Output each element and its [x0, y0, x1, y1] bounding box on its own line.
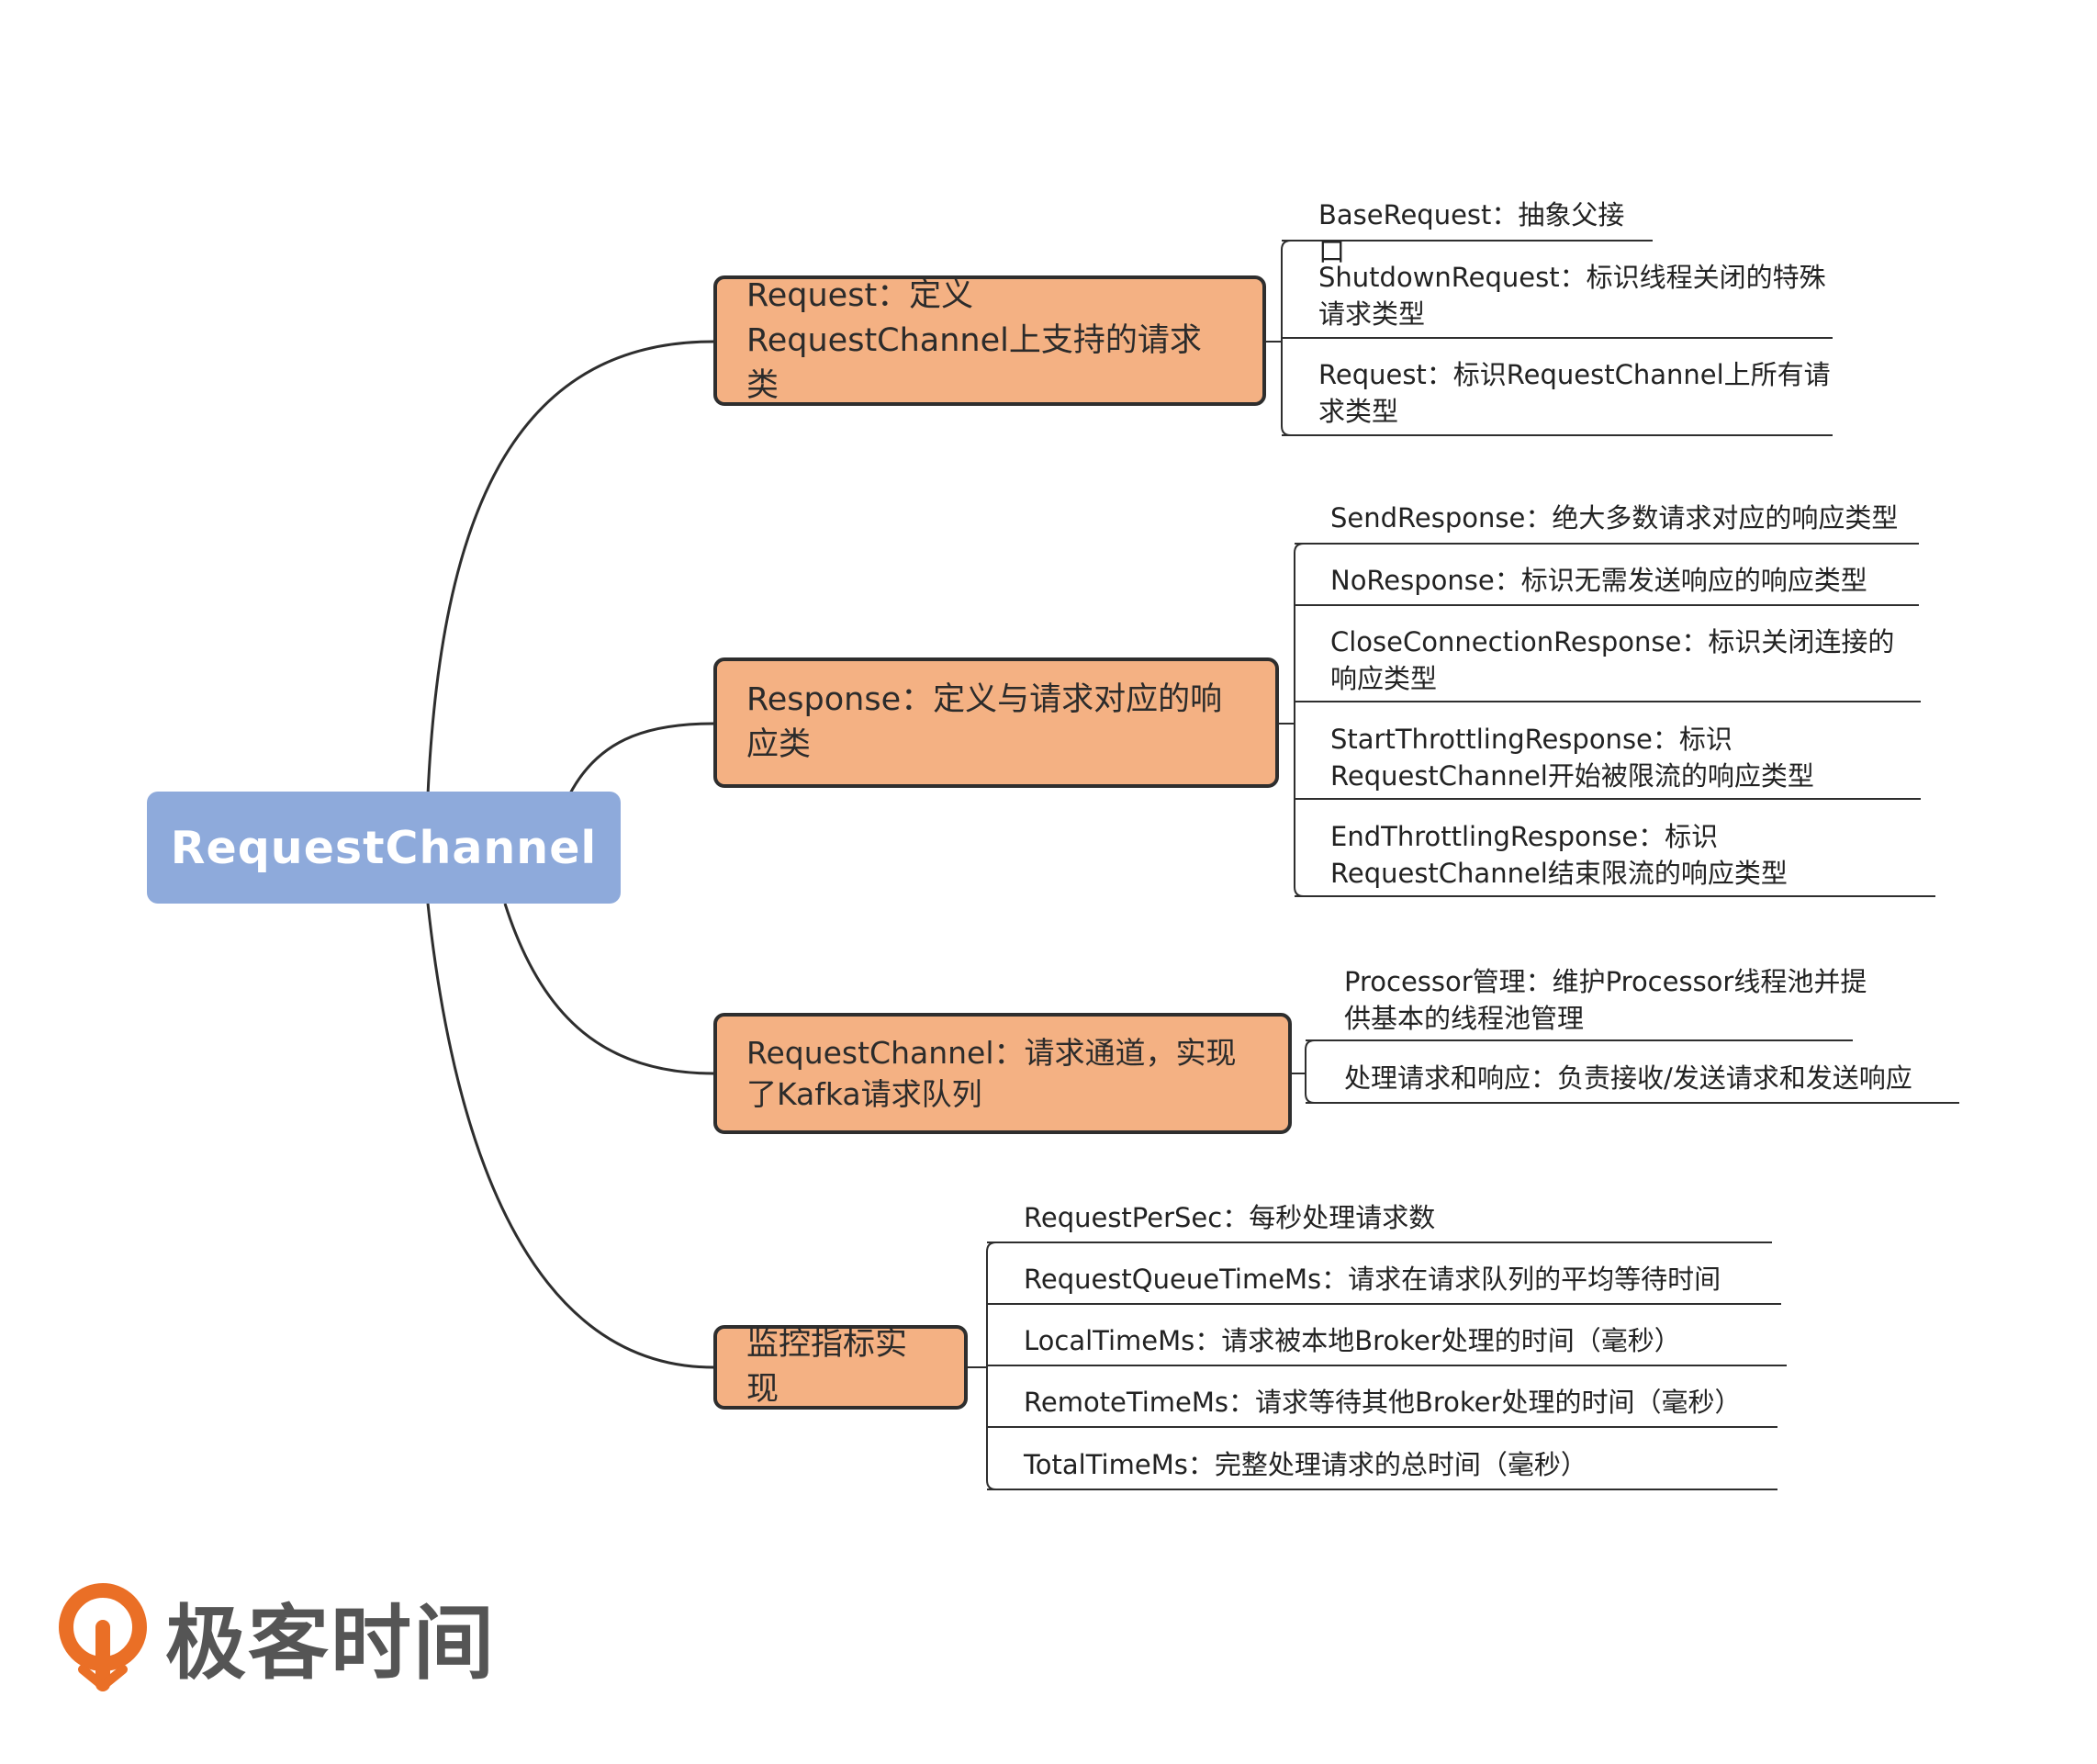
- leaf-close-connection-response: CloseConnectionResponse：标识关闭连接的响应类型: [1330, 626, 1895, 694]
- leaf-shutdown-request: ShutdownRequest：标识线程关闭的特殊请求类型: [1318, 262, 1826, 330]
- root-node[interactable]: RequestChannel: [147, 792, 621, 904]
- leaf-end-throttling-response: EndThrottlingResponse：标识RequestChannel结束…: [1330, 821, 1788, 889]
- branch-2-bracket: [1305, 1039, 1316, 1104]
- leaf-handle-request-response: 处理请求和响应：负责接收/发送请求和发送响应: [1344, 1062, 1912, 1094]
- brand-logo: 极客时间: [57, 1581, 496, 1691]
- leaf-request-queue-time-ms: RequestQueueTimeMs：请求在请求队列的平均等待时间: [1024, 1264, 1721, 1295]
- branch-node-response[interactable]: Response：定义与请求对应的响应类: [713, 657, 1279, 788]
- branch-node-request-channel[interactable]: RequestChannel：请求通道，实现了Kafka请求队列: [713, 1013, 1292, 1134]
- logo-text: 极客时间: [165, 1595, 497, 1691]
- leaf-local-time-ms: LocalTimeMs：请求被本地Broker处理的时间（毫秒）: [1024, 1325, 1681, 1356]
- branch-1-bracket: [1294, 543, 1305, 897]
- root-label: RequestChannel: [170, 821, 598, 874]
- logo-icon: [59, 1583, 147, 1691]
- branch-label: Response：定义与请求对应的响应类: [746, 681, 1223, 763]
- leaf-start-throttling-response: StartThrottlingResponse：标识RequestChannel…: [1330, 724, 1814, 792]
- leaf-remote-time-ms: RemoteTimeMs：请求等待其他Broker处理的时间（毫秒）: [1024, 1387, 1742, 1418]
- branch-node-metrics[interactable]: 监控指标实现: [713, 1325, 968, 1410]
- root-to-branch-request-channel: [503, 903, 714, 1075]
- leaf-base-request: BaseRequest：抽象父接口: [1318, 199, 1625, 267]
- leaf-no-response: NoResponse：标识无需发送响应的响应类型: [1330, 565, 1867, 596]
- root-to-branch-metrics: [426, 903, 714, 1369]
- root-to-branch-request: [426, 340, 714, 796]
- branch-node-request[interactable]: Request：定义RequestChannel上支持的请求类: [713, 275, 1266, 406]
- branch-label: RequestChannel：请求通道，实现了Kafka请求队列: [746, 1035, 1237, 1112]
- branch-label: Request：定义RequestChannel上支持的请求类: [746, 276, 1202, 404]
- leaf-send-response: SendResponse：绝大多数请求对应的响应类型: [1330, 502, 1899, 534]
- leaf-processor-management: Processor管理：维护Processor线程池并提供基本的线程池管理: [1344, 966, 1867, 1034]
- root-to-branch-response: [567, 722, 714, 796]
- leaf-total-time-ms: TotalTimeMs：完整处理请求的总时间（毫秒）: [1024, 1449, 1587, 1480]
- branch-label: 监控指标实现: [746, 1326, 908, 1408]
- leaf-request: Request：标识RequestChannel上所有请求类型: [1318, 359, 1831, 427]
- leaf-request-per-sec: RequestPerSec：每秒处理请求数: [1024, 1202, 1436, 1233]
